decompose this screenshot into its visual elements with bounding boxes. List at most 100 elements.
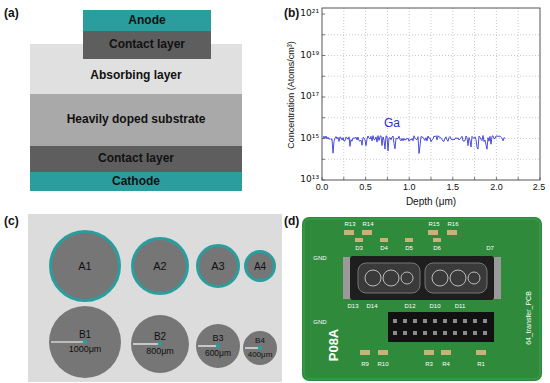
header-pin — [423, 319, 427, 323]
silkscreen-text: 64_transfer_PCB — [525, 291, 533, 345]
grid-line — [365, 8, 366, 180]
header-pins — [393, 319, 487, 335]
silkscreen-text: R15 — [428, 221, 439, 228]
device-disc — [246, 252, 275, 281]
ga-trace — [323, 136, 505, 154]
connector-chamber — [425, 263, 487, 293]
node-label: Anode — [128, 14, 165, 27]
tick-label: 10¹⁷ — [300, 92, 319, 102]
header-pin — [433, 331, 437, 335]
silkscreen-text: GND — [313, 255, 326, 262]
silkscreen-text: D4 — [380, 245, 388, 252]
node-label: A2 — [153, 260, 166, 272]
substrate-ground — [28, 214, 282, 382]
silkscreen-text: R10 — [377, 361, 388, 368]
header-pin — [413, 319, 417, 323]
connector-holes — [365, 270, 480, 286]
header-pin — [483, 319, 487, 323]
tick-label: 10¹⁵ — [300, 134, 319, 144]
grid-line — [322, 76, 540, 77]
circle-outline — [131, 315, 189, 373]
grid-line — [452, 8, 453, 180]
node-label: A3 — [211, 260, 224, 272]
contact-dot — [83, 340, 87, 344]
tick-label: 10¹⁹ — [300, 51, 319, 61]
device-circle: B2800μm — [131, 315, 189, 373]
silkscreen-text: D11 — [455, 303, 466, 310]
silkscreen-text: R1 — [477, 361, 485, 368]
header-pin — [453, 331, 457, 335]
series-label: Ga — [384, 117, 400, 130]
contact-layer: Contact layer — [83, 31, 211, 59]
grid-line — [496, 8, 497, 180]
header-pin — [483, 331, 487, 335]
device-circle: B1 1000μm — [49, 306, 121, 378]
node-label: B4 — [255, 337, 265, 346]
axis-title: Depth (μm) — [406, 196, 456, 207]
circle-outline — [49, 306, 121, 378]
device-circle: B3600μm — [196, 324, 240, 368]
device-disc — [196, 324, 240, 368]
silkscreen-text: D10 — [429, 303, 440, 310]
panel-letter: (a) — [4, 7, 19, 20]
node-label: Contact layer — [109, 38, 185, 51]
dimension-label: 1000μm — [69, 345, 102, 355]
device-circle: A4 — [244, 250, 276, 282]
device-disc — [49, 306, 121, 378]
silkscreen-text: P08A — [327, 329, 341, 362]
tick-label: 10²¹ — [300, 9, 319, 19]
contact-dot — [158, 342, 162, 346]
header-pin — [473, 331, 477, 335]
panel-letter: (c) — [4, 215, 19, 228]
dimension-label: 800μm — [146, 347, 174, 357]
circle-outline — [196, 324, 240, 368]
grid-line — [474, 8, 475, 180]
header-pin — [423, 331, 427, 335]
header-pin — [393, 331, 397, 335]
radius-line — [245, 347, 260, 348]
substrate-layer: Heavily doped substrate — [30, 94, 242, 146]
tick-label: 1.5 — [447, 183, 460, 193]
silkscreen-text: R9 — [361, 361, 369, 368]
device-circle: A2 — [131, 237, 189, 295]
silkscreen-text: D3 — [355, 245, 363, 252]
radius-line — [198, 345, 218, 346]
axis-title: Concentration (Atoms/cm³) — [287, 41, 297, 149]
pin-header — [388, 312, 494, 342]
grid-line — [322, 97, 540, 98]
header-pin — [463, 319, 467, 323]
silkscreen-text: D13 — [347, 303, 358, 310]
tick-label: 1.0 — [403, 183, 416, 193]
tick-label: 2.5 — [533, 183, 546, 193]
header-pin — [413, 331, 417, 335]
silkscreen-text: D14 — [366, 303, 377, 310]
grid-line — [518, 8, 519, 180]
silkscreen-text: R4 — [442, 361, 450, 368]
grid-line — [387, 8, 388, 180]
header-pin — [453, 319, 457, 323]
dimension-label: 600μm — [205, 349, 231, 358]
node-label: Cathode — [112, 175, 160, 188]
node-label: A4 — [254, 261, 266, 272]
silkscreen-text: GND — [313, 319, 326, 326]
contact-layer: Contact layer — [30, 146, 242, 172]
device-disc — [198, 246, 239, 287]
silkscreen-text: R14 — [362, 221, 373, 228]
device-disc — [133, 239, 188, 294]
connector-body — [350, 256, 494, 300]
header-pin — [443, 331, 447, 335]
plot-grid — [322, 8, 540, 180]
plot-frame — [322, 8, 540, 180]
grid-line — [322, 117, 540, 118]
silkscreen-text: D5 — [405, 245, 413, 252]
tick-label: 0.0 — [316, 183, 329, 193]
node-label: B1 — [79, 329, 91, 340]
connector-chamber — [358, 263, 420, 293]
device-disc — [51, 232, 120, 301]
node-label: Heavily doped substrate — [67, 113, 206, 126]
header-pin — [473, 319, 477, 323]
device-circle: A1 — [49, 230, 121, 302]
panel-letter: (d) — [284, 215, 299, 228]
tick-label: 2.0 — [490, 183, 503, 193]
